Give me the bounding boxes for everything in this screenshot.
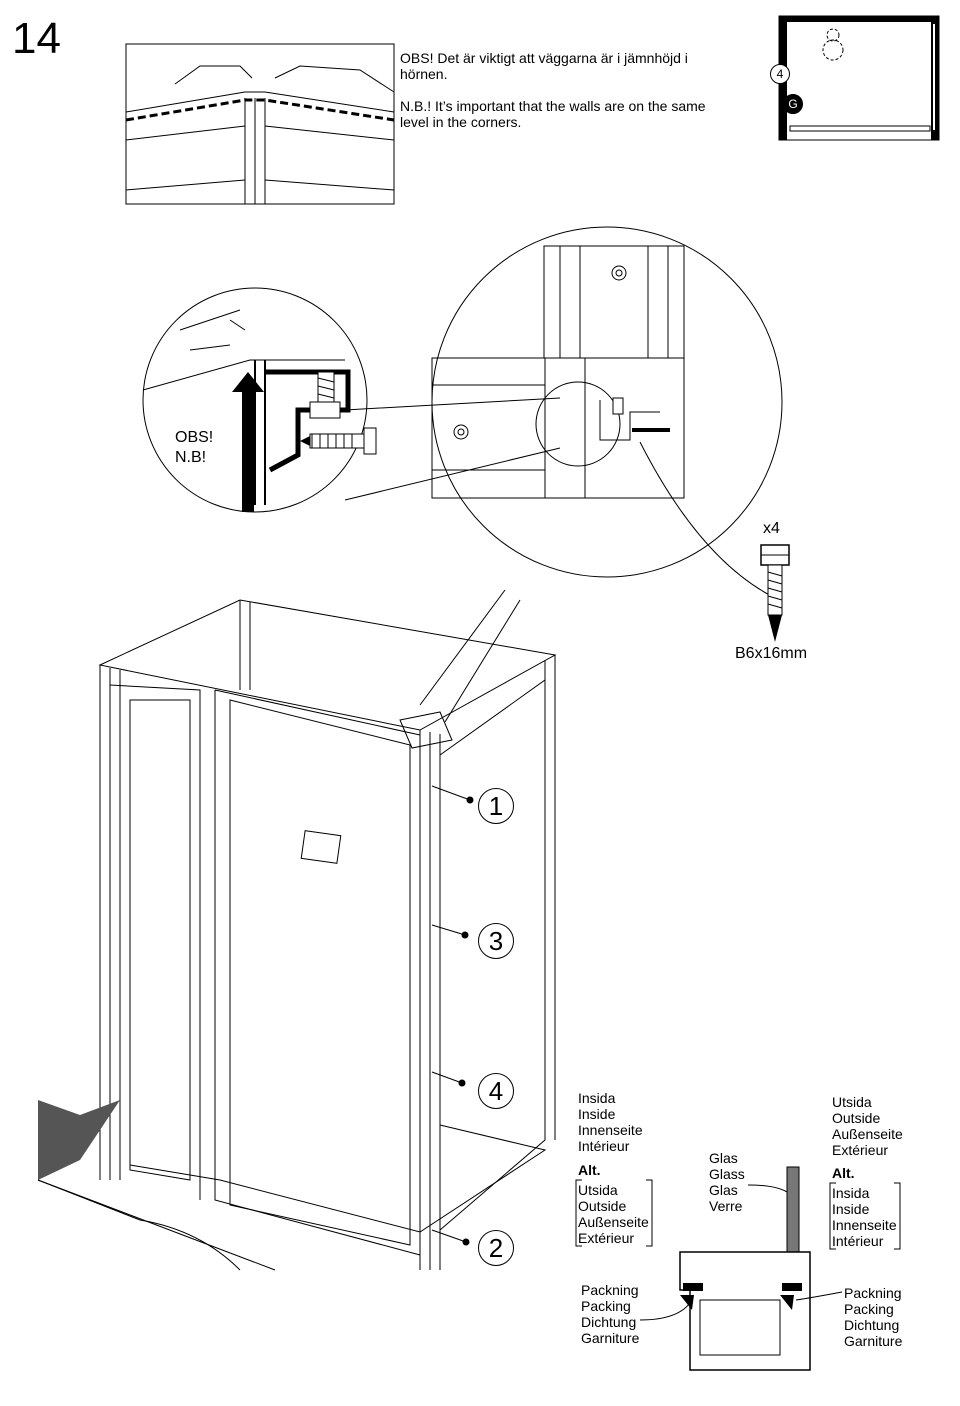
- right-side-b-label: Insida Inside Innenseite Intérieur: [832, 1185, 897, 1249]
- step-marker-2: 2: [478, 1230, 514, 1266]
- screw-icon: [760, 544, 790, 642]
- screw-size: B6x16mm: [735, 645, 808, 662]
- right-alt-label: Alt.: [832, 1165, 855, 1181]
- plan-part-label: 4: [770, 64, 790, 84]
- page-number: 14: [12, 14, 61, 63]
- step-marker-1: 1: [478, 788, 514, 824]
- floor-edge: [37, 1100, 276, 1271]
- left-seal-label: Packning Packing Dichtung Garniture: [581, 1282, 640, 1346]
- plan-glass-label: G: [783, 94, 803, 114]
- leader-lines: [344, 397, 776, 723]
- screw-detail-circle: [142, 287, 377, 513]
- left-side-b-label: Utsida Outside Außenseite Extérieur: [578, 1182, 649, 1246]
- step-marker-3: 3: [478, 923, 514, 959]
- notice-swedish: OBS! Det är viktigt att väggarna är i jä…: [400, 50, 688, 82]
- detail-warning: OBS! N.B!: [175, 429, 214, 466]
- corner-level-illustration: [125, 43, 395, 205]
- step-marker-4: 4: [478, 1073, 514, 1109]
- profile-cross-section: [639, 1166, 843, 1371]
- right-side-a-label: Utsida Outside Außenseite Extérieur: [832, 1094, 903, 1158]
- right-seal-label: Packning Packing Dichtung Garniture: [844, 1285, 903, 1349]
- left-alt-label: Alt.: [578, 1162, 601, 1178]
- left-side-a-label: Insida Inside Innenseite Intérieur: [578, 1090, 643, 1154]
- plan-view: [778, 15, 940, 141]
- shower-enclosure: [98, 599, 557, 1270]
- screw-positions: [431, 785, 474, 1246]
- glass-label: Glas Glass Glas Verre: [709, 1150, 745, 1214]
- notice-english: N.B.! It’s important that the walls are …: [400, 98, 706, 130]
- screw-quantity: x4: [763, 520, 780, 537]
- corner-detail-circle: [431, 226, 783, 578]
- option-brackets: [575, 1179, 901, 1250]
